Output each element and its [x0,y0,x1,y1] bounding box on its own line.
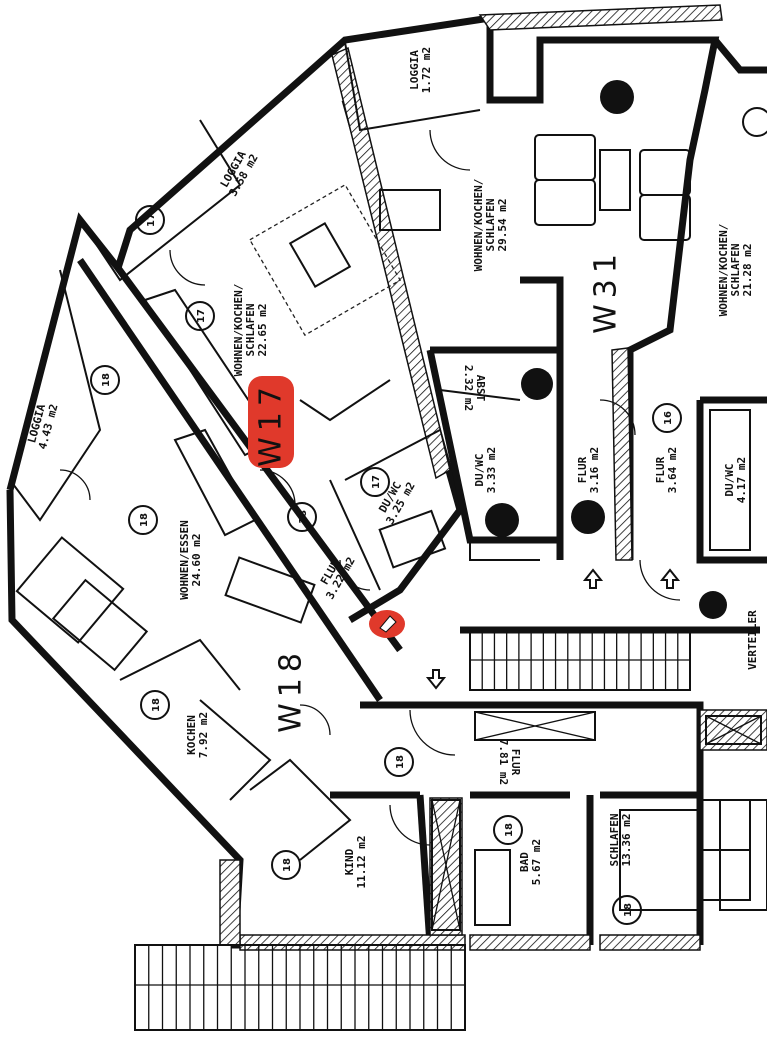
unit-marker: 16 [652,403,682,433]
marker-label: 18 [504,823,515,837]
unit-marker: 18 [140,690,170,720]
marker-label: 17 [371,475,382,489]
room-label-wks-w17: WOHNEN/KOCHEN/SCHLAFEN22.65 m2 [232,283,269,376]
room-label-line: VERTEILER [746,610,759,670]
unit-marker [742,107,767,137]
room-label-line: 1.72 m2 [420,47,433,93]
room-label-line: 3.33 m2 [485,447,498,493]
room-label-loggia-a: LOGGIA1.72 m2 [408,47,433,93]
unit-marker: 17 [185,301,215,331]
room-label-flur-d: FLUR7.81 m2 [497,739,522,785]
unit-marker: 18 [612,895,642,925]
room-label-line: WOHNEN/ESSEN [178,520,191,599]
room-label-line: LOGGIA [408,50,421,90]
room-label-abst: ABST2.32 m2 [462,365,487,411]
room-label-line: FLUR [654,456,667,483]
room-label-line: ABST [474,375,487,402]
room-label-line: WOHNEN/KOCHEN/ [472,178,485,271]
room-label-line: 4.17 m2 [735,457,748,503]
unit-marker: 18 [384,747,414,777]
room-label-wohnen-essen: WOHNEN/ESSEN24.60 m2 [178,520,203,599]
room-label-loggia-b: LOGGIA3.58 m2 [216,146,261,199]
arrow-up-icon [659,568,681,589]
stair-bottom [134,944,466,1031]
svg-text:W17: W17 [254,381,289,467]
unit-marker: 18 [90,365,120,395]
room-label-line: KIND [343,848,356,875]
marker-label: 18 [623,903,634,917]
room-label-line: 7.92 m2 [197,712,210,758]
unit-marker: 18 [287,502,317,532]
room-label-line: 5.67 m2 [530,839,543,885]
black-dots [485,80,727,619]
room-label-line: 3.64 m2 [666,447,679,493]
room-label-line: WOHNEN/KOCHEN/ [717,223,730,316]
marker-label: 18 [151,698,162,712]
marker-label: 18 [101,373,112,387]
room-label-line: SCHLAFEN [729,244,742,297]
entry-marker [369,610,405,638]
room-label-flur-b: FLUR3.64 m2 [654,447,679,493]
room-label-schlafen: SCHLAFEN13.36 m2 [608,814,633,867]
furniture [15,134,751,911]
room-label-line: FLUR [509,749,522,776]
unit-marker: 18 [493,815,523,845]
room-label-verteiler: VERTEILER [746,610,759,670]
room-label-line: BAD [518,852,531,872]
room-label-line: SCHLAFEN [608,814,621,867]
room-label-line: 7.81 m2 [497,739,510,785]
room-label-line: 13.36 m2 [620,814,633,867]
marker-label: 18 [139,513,150,527]
door-swings [59,129,681,846]
marker-label: 17 [146,213,157,227]
unit-marker: 18 [128,505,158,535]
room-label-duwc-a: DU/WC3.33 m2 [473,447,498,493]
unit-marker: 17 [360,467,390,497]
room-label-line: 21.28 m2 [741,244,754,297]
room-label-bad: BAD5.67 m2 [518,839,543,885]
unit-label-w17: W17 [248,376,294,468]
room-label-duwc-c: DU/WC4.17 m2 [723,457,748,503]
room-label-line: WOHNEN/KOCHEN/ [232,283,245,376]
arrow-down-icon [425,669,447,690]
room-label-kind: KIND11.12 m2 [343,836,368,889]
marker-label: 18 [298,510,309,524]
room-label-line: 24.60 m2 [190,534,203,587]
room-label-line: DU/WC [723,463,736,496]
unit-marker: 17 [135,205,165,235]
unit-label-w31: W31 [589,248,624,334]
marker-label: 16 [663,411,674,425]
arrow-up-icon [582,568,604,589]
marker-label: 18 [395,755,406,769]
unit-marker: 18 [271,850,301,880]
room-label-line: 3.16 m2 [588,447,601,493]
room-label-line: KOCHEN [185,715,198,755]
room-label-line: 11.12 m2 [355,836,368,889]
room-label-flur-a: FLUR3.16 m2 [576,447,601,493]
room-label-line: 29.54 m2 [496,199,509,252]
shaft-boxes [431,711,762,931]
unit-label-w18: W18 [274,647,309,733]
marker-label: 17 [196,309,207,323]
marker-label: 18 [282,858,293,872]
room-label-line: FLUR [576,456,589,483]
room-label-wks-w31: WOHNEN/KOCHEN/SCHLAFEN29.54 m2 [472,178,509,271]
room-label-line: SCHLAFEN [244,304,257,357]
room-label-wks-right: WOHNEN/KOCHEN/SCHLAFEN21.28 m2 [717,223,754,316]
room-label-line: SCHLAFEN [484,199,497,252]
room-label-line: 22.65 m2 [256,304,269,357]
room-label-line: 2.32 m2 [462,365,475,411]
stair-top [469,629,691,691]
room-label-kochen: KOCHEN7.92 m2 [185,712,210,758]
room-label-line: DU/WC [473,453,486,486]
